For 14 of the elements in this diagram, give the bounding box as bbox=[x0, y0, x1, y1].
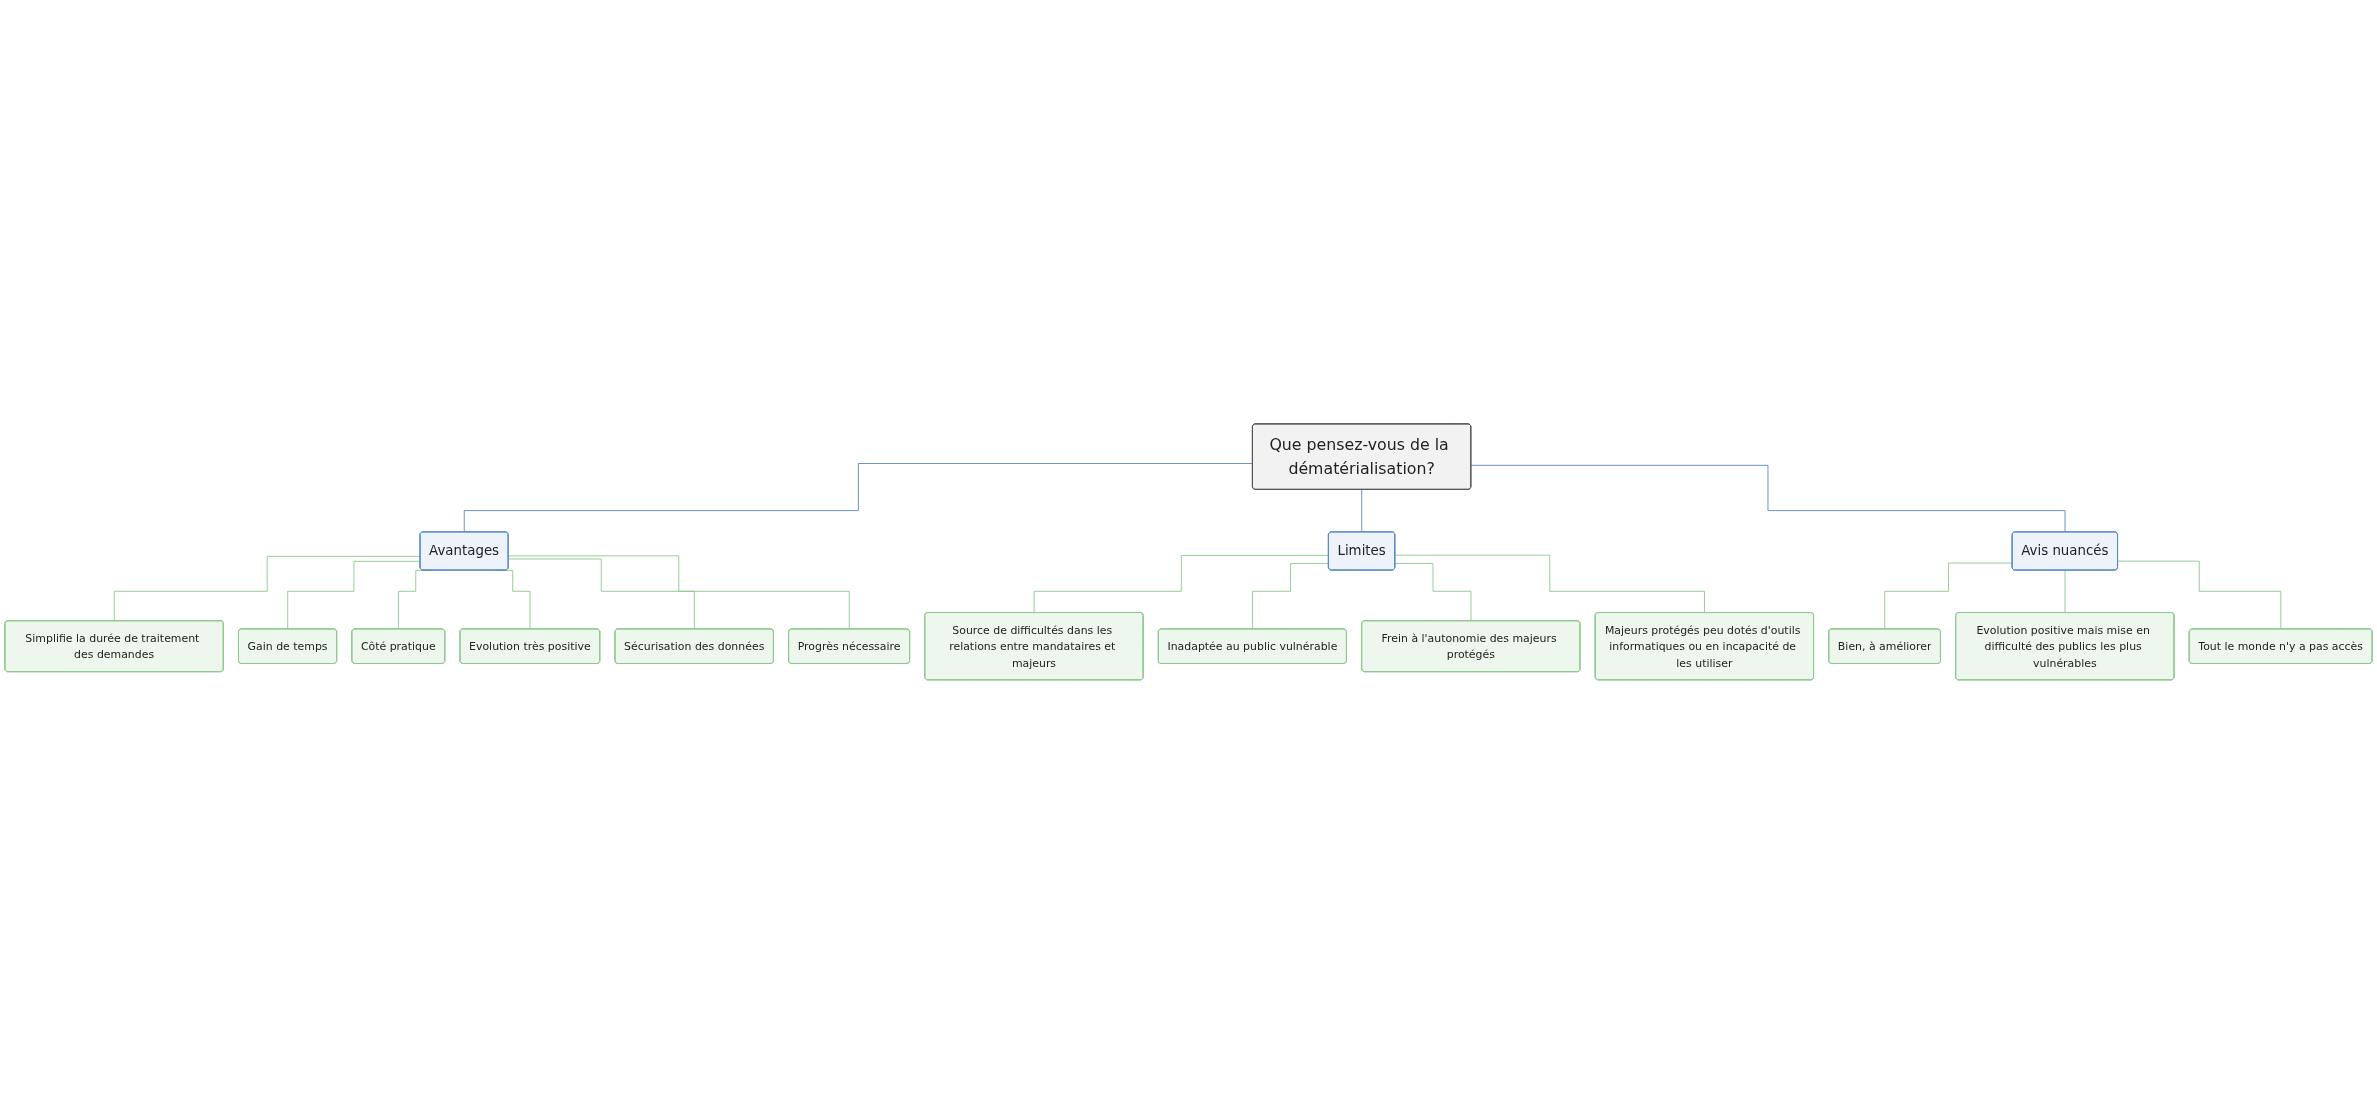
connector bbox=[113, 556, 421, 622]
connector bbox=[1470, 465, 2066, 533]
connector bbox=[1394, 554, 1706, 614]
connector bbox=[2117, 560, 2282, 630]
connector bbox=[1394, 563, 1472, 622]
connector bbox=[1361, 489, 1363, 533]
connector bbox=[508, 558, 695, 630]
connector bbox=[1884, 562, 2013, 630]
connector bbox=[1252, 563, 1330, 630]
connector bbox=[1033, 555, 1330, 614]
connector bbox=[463, 463, 1254, 533]
connector bbox=[508, 555, 850, 630]
connector bbox=[287, 561, 421, 630]
connector bbox=[2064, 570, 2066, 614]
